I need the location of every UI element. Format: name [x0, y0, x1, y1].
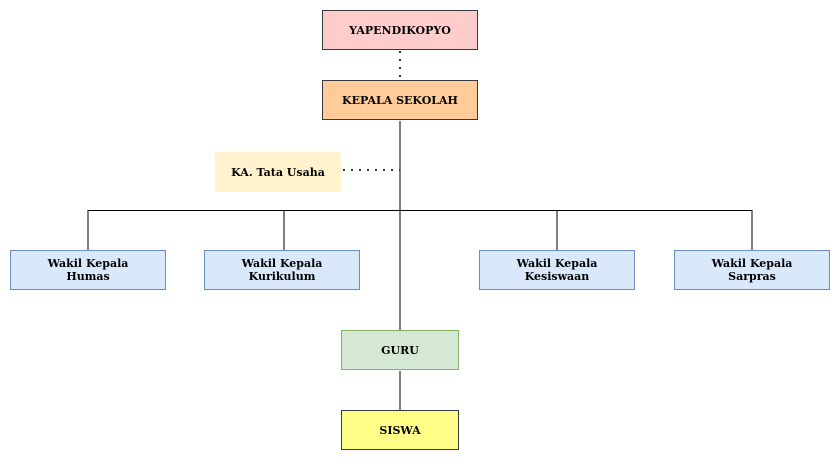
node-label: SISWA [379, 423, 421, 437]
node-wakil-kepala-humas: Wakil Kepala Humas [10, 250, 166, 290]
node-label-line2: Sarpras [728, 270, 776, 283]
node-label: YAPENDIKOPYO [349, 23, 451, 37]
node-label-line2: Humas [66, 270, 110, 283]
node-label-line1: Wakil Kepala [711, 257, 793, 270]
node-label-line1: Wakil Kepala [47, 257, 129, 270]
node-wakil-kepala-kesiswaan: Wakil Kepala Kesiswaan [479, 250, 635, 290]
node-yapendikopyo: YAPENDIKOPYO [322, 10, 478, 50]
node-label-line2: Kurikulum [248, 270, 316, 283]
node-label-line1: Wakil Kepala [241, 257, 323, 270]
node-siswa: SISWA [341, 410, 459, 450]
node-label: GURU [381, 343, 419, 357]
node-label: KA. Tata Usaha [231, 165, 325, 179]
node-wakil-kepala-sarpras: Wakil Kepala Sarpras [674, 250, 830, 290]
node-kepala-sekolah: KEPALA SEKOLAH [322, 80, 478, 120]
node-guru: GURU [341, 330, 459, 370]
node-label: KEPALA SEKOLAH [342, 93, 458, 107]
node-ka-tata-usaha: KA. Tata Usaha [215, 152, 341, 192]
node-label-line1: Wakil Kepala [516, 257, 598, 270]
node-wakil-kepala-kurikulum: Wakil Kepala Kurikulum [204, 250, 360, 290]
node-label-line2: Kesiswaan [524, 270, 590, 283]
